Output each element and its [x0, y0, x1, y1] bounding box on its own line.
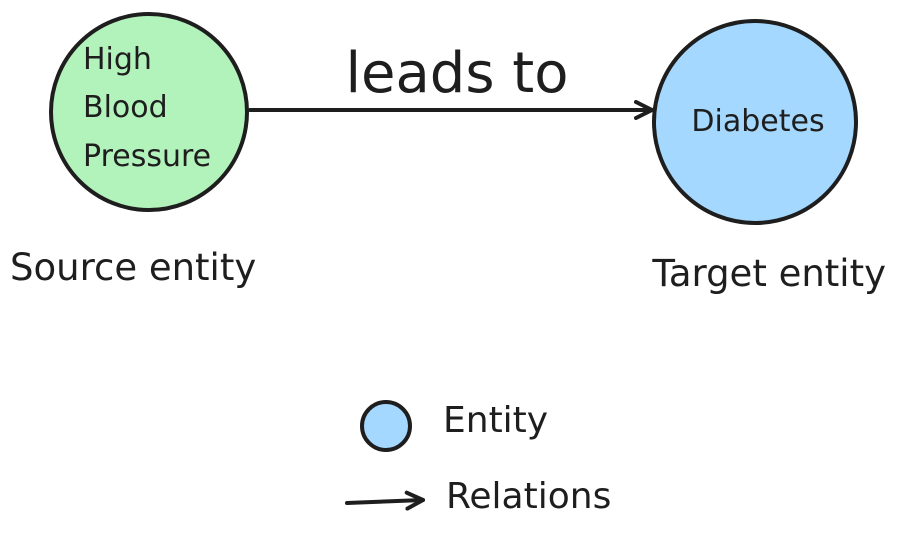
target-entity-node[interactable]: Diabetes: [652, 19, 858, 225]
legend-relation-item: Relations: [345, 476, 611, 517]
legend-relation-arrow: [345, 490, 425, 511]
legend: Entity Relations: [345, 400, 611, 517]
relation-edge[interactable]: leads to: [248, 41, 654, 120]
target-entity-caption: Target entity: [651, 252, 886, 295]
target-entity-label: Diabetes: [691, 104, 824, 139]
target-entity-circle: [652, 19, 858, 225]
legend-relation-label: Relations: [446, 476, 611, 517]
source-entity-label-line-2: Blood: [83, 90, 168, 125]
source-entity-caption: Source entity: [10, 246, 256, 289]
relation-label: leads to: [345, 41, 568, 106]
source-entity-label-line-3: Pressure: [83, 139, 211, 174]
source-entity-label-line-1: High: [83, 42, 152, 77]
legend-entity-swatch: [360, 400, 412, 452]
source-entity-circle: [49, 12, 249, 212]
source-entity-node[interactable]: High Blood Pressure: [49, 12, 249, 212]
legend-entity-label: Entity: [443, 400, 548, 441]
legend-entity-item: Entity: [360, 400, 548, 452]
